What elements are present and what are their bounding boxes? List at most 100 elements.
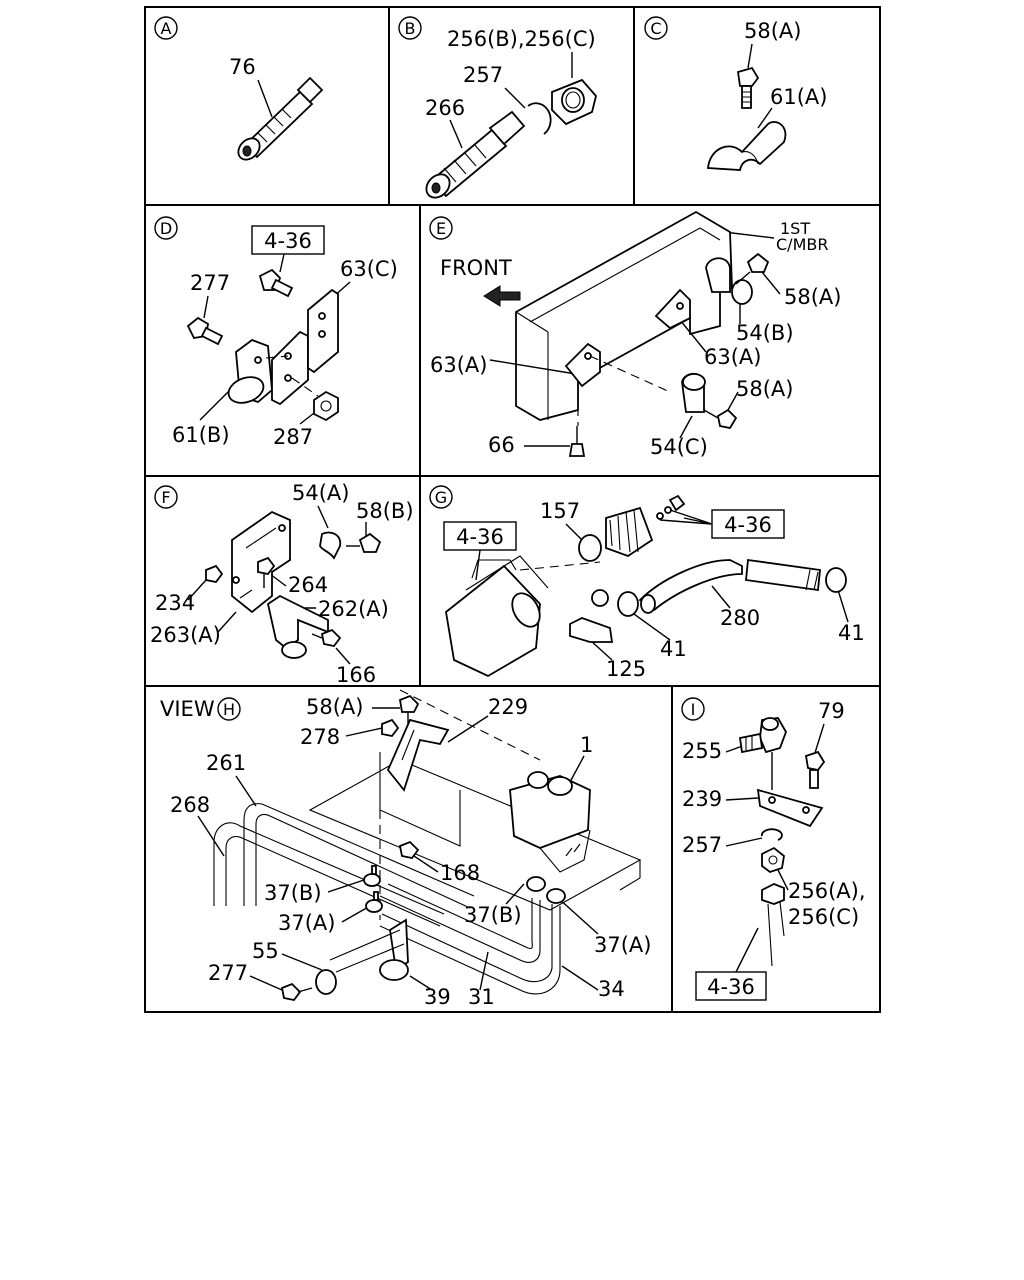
- label-76: 76: [229, 55, 256, 79]
- member-label-1st: 1ST: [780, 219, 810, 238]
- label-229: 229: [488, 695, 528, 719]
- clamp-54a: [319, 531, 342, 560]
- panel-letter-b: B: [398, 16, 422, 40]
- panel-letter-b-text: B: [405, 19, 416, 38]
- panel-letter-d-text: D: [160, 219, 172, 238]
- panel-i: I 79 255 239 257 256(A), 256(C) 4-36: [681, 697, 866, 1001]
- label-255: 255: [682, 739, 722, 763]
- label-287: 287: [273, 425, 313, 449]
- label-79: 79: [818, 699, 845, 723]
- nut-256: [761, 846, 785, 874]
- bracket-125: [569, 589, 614, 643]
- panel-d: D 4-36 277 63(C) 61(B) 287: [154, 216, 398, 449]
- nut-234: [205, 564, 224, 583]
- label-37b-right: 37(B): [464, 903, 522, 927]
- clamp-54b: [705, 257, 753, 305]
- label-1: 1: [580, 733, 593, 757]
- ring-257: [761, 828, 783, 841]
- label-234: 234: [155, 591, 195, 615]
- bracket-229: [386, 718, 450, 792]
- label-58a-upper: 58(A): [784, 285, 841, 309]
- label-63a-right: 63(A): [704, 345, 761, 369]
- ref-box-4-36: 4-36: [695, 971, 767, 1001]
- bolt-66: [568, 426, 586, 457]
- panel-letter-f-text: F: [161, 488, 170, 507]
- label-54a: 54(A): [292, 481, 349, 505]
- hose-280: [638, 558, 821, 614]
- pipe-261: [243, 803, 475, 909]
- bolt-277: [280, 982, 313, 1001]
- label-268: 268: [170, 793, 210, 817]
- label-261: 261: [206, 751, 246, 775]
- nut-256: [551, 78, 597, 126]
- bolt-264: [257, 556, 276, 588]
- clamp-37a-left: [365, 891, 383, 913]
- label-54b: 54(B): [736, 321, 794, 345]
- clamp-61a: [707, 121, 787, 171]
- plate-239: [756, 788, 824, 828]
- bracket-262a: [266, 594, 329, 659]
- label-58a: 58(A): [744, 19, 801, 43]
- label-256bc: 256(B),256(C): [447, 27, 596, 51]
- label-31: 31: [468, 985, 495, 1009]
- label-39: 39: [424, 985, 451, 1009]
- label-37a-right: 37(A): [594, 933, 651, 957]
- label-61b: 61(B): [172, 423, 230, 447]
- label-264: 264: [288, 573, 328, 597]
- ref-box-4-36-right: 4-36: [711, 509, 785, 539]
- clamp-61b: [227, 338, 273, 404]
- label-66: 66: [488, 433, 515, 457]
- label-280: 280: [720, 606, 760, 630]
- panel-f: F 54(A) 58(B) 264 234 262(A) 263(A) 166: [150, 481, 414, 687]
- panel-grid: [144, 6, 881, 1013]
- label-256c: 256(C): [788, 905, 859, 929]
- label-257: 257: [682, 833, 722, 857]
- label-266: 266: [425, 96, 465, 120]
- ref-label-4-36: 4-36: [707, 975, 755, 999]
- bolt-58b: [346, 532, 382, 553]
- nut-287: [313, 390, 339, 422]
- ref-label-4-36-left: 4-36: [456, 525, 504, 549]
- clamp-37a-right: [546, 888, 566, 904]
- snap-ring-257: [527, 102, 552, 135]
- union-fitting-255: [738, 717, 787, 790]
- label-277: 277: [190, 271, 230, 295]
- ref-box-4-36: 4-36: [251, 225, 325, 255]
- label-63a-left: 63(A): [430, 353, 487, 377]
- label-54c: 54(C): [650, 435, 708, 459]
- hose-fitting-266: [425, 110, 526, 199]
- front-arrow-icon: [483, 285, 521, 307]
- reservoir-1: [509, 771, 591, 873]
- panel-letter-e-text: E: [436, 219, 446, 238]
- pipe-268: [213, 822, 445, 927]
- bracket-63c: [265, 288, 339, 406]
- clamp-54c: [681, 372, 706, 413]
- panel-letter-c-text: C: [650, 19, 661, 38]
- panel-e: E FRONT 1ST C/MBR 58(A) 54(B) 63(A) 63(A…: [429, 210, 841, 459]
- panel-a: A 76: [154, 16, 324, 161]
- view-label: VIEW: [160, 697, 215, 721]
- panel-letter-g: G: [429, 485, 453, 509]
- label-55: 55: [252, 939, 279, 963]
- panel-g: G 157 4-36 4-36 280 41 41 125: [429, 485, 865, 681]
- clamp-37b-right: [526, 876, 546, 892]
- bolt-166: [311, 628, 342, 647]
- clamp-41-middle: [617, 591, 639, 617]
- label-37b-left: 37(B): [264, 881, 322, 905]
- fitting-76: [237, 76, 324, 161]
- panel-letter-d: D: [154, 216, 178, 240]
- panel-letter-a: A: [154, 16, 178, 40]
- panel-letter-g-text: G: [435, 488, 447, 507]
- label-58a-lower: 58(A): [736, 377, 793, 401]
- label-256a: 256(A),: [788, 879, 866, 903]
- pump-body: [445, 555, 601, 678]
- panel-letter-c: C: [644, 16, 668, 40]
- nut-168: [398, 840, 420, 859]
- label-257: 257: [463, 63, 503, 87]
- bolt-277: [186, 316, 224, 346]
- label-157: 157: [540, 499, 580, 523]
- label-41-middle: 41: [660, 637, 687, 661]
- label-262a: 262(A): [318, 597, 389, 621]
- bracket-63a-left: [564, 342, 601, 388]
- panel-letter-h: H: [217, 697, 241, 721]
